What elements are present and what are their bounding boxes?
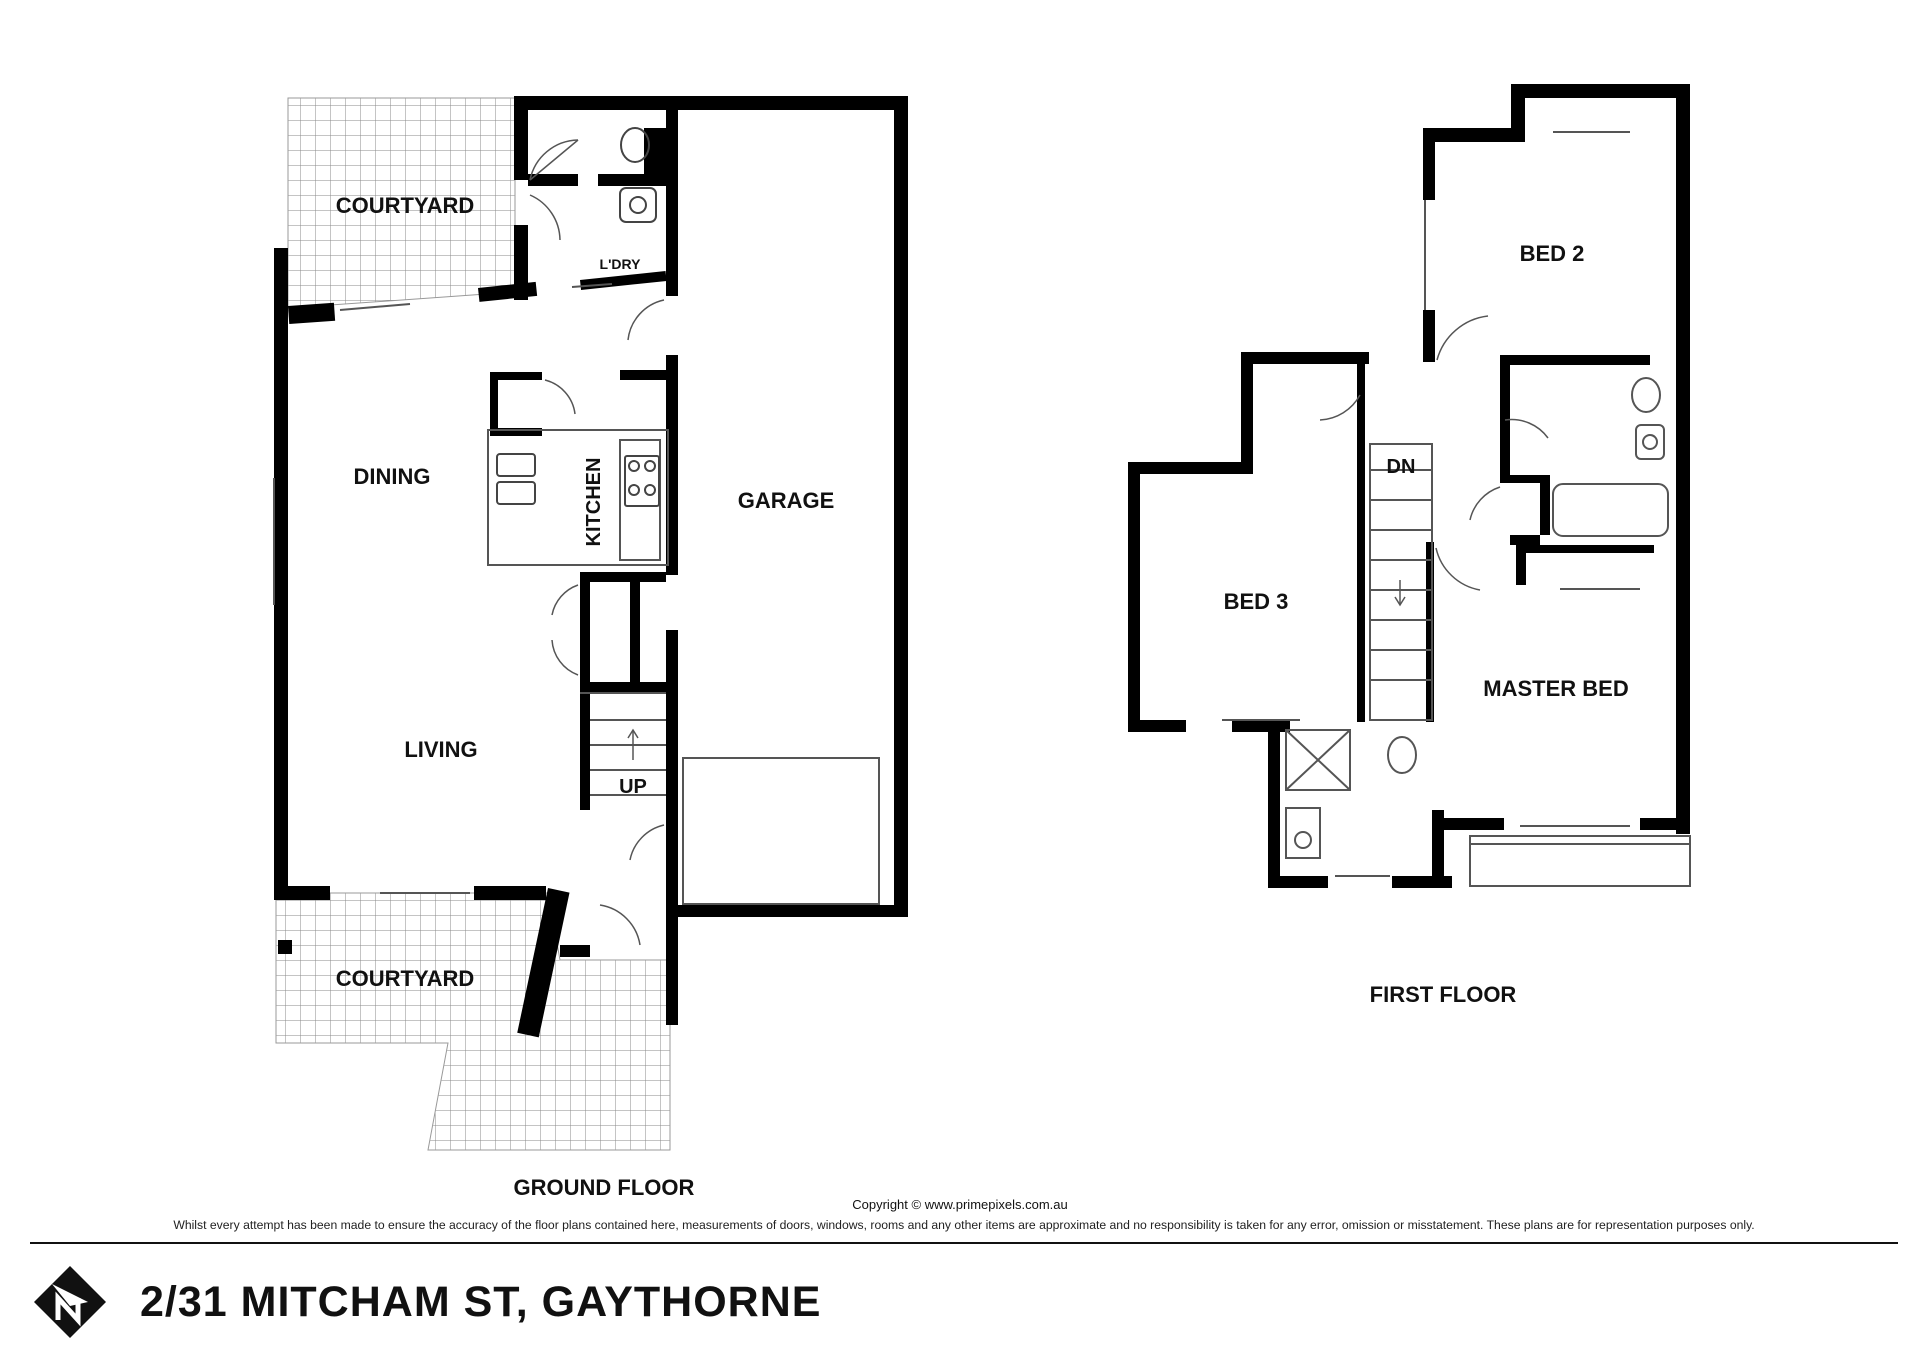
property-address: 2/31 MITCHAM ST, GAYTHORNE: [140, 1278, 822, 1326]
north-arrow-icon: [34, 1266, 106, 1338]
first-floor-plan: BED 2 DN BED 3 MASTER BED FIRST FLOOR: [1128, 84, 1691, 1007]
room-kitchen: KITCHEN: [583, 458, 605, 547]
stairs-up-label: UP: [619, 776, 647, 798]
room-bed-2: BED 2: [1520, 241, 1585, 266]
disclaimer-text: Whilst every attempt has been made to en…: [173, 1218, 1755, 1232]
room-courtyard-bottom: COURTYARD: [336, 966, 475, 991]
stairs-down-label: DN: [1387, 456, 1416, 478]
room-laundry: L'DRY: [600, 256, 642, 272]
ground-walls: [274, 96, 908, 1038]
footer-divider: [30, 1242, 1898, 1244]
room-dining: DINING: [354, 464, 431, 489]
copyright-text: Copyright © www.primepixels.com.au: [852, 1197, 1068, 1212]
ground-floor-title: GROUND FLOOR: [514, 1175, 695, 1200]
room-garage: GARAGE: [738, 488, 835, 513]
ground-floor-plan: COURTYARD L'DRY DINING KITCHEN GARAGE LI…: [273, 96, 908, 1200]
courtyard-bottom-paving: [275, 892, 671, 1151]
first-floor-title: FIRST FLOOR: [1370, 982, 1517, 1007]
room-master-bed: MASTER BED: [1483, 676, 1628, 701]
first-walls: [1128, 84, 1690, 888]
room-living: LIVING: [404, 737, 477, 762]
room-courtyard-top: COURTYARD: [336, 193, 475, 218]
room-bed-3: BED 3: [1224, 589, 1289, 614]
